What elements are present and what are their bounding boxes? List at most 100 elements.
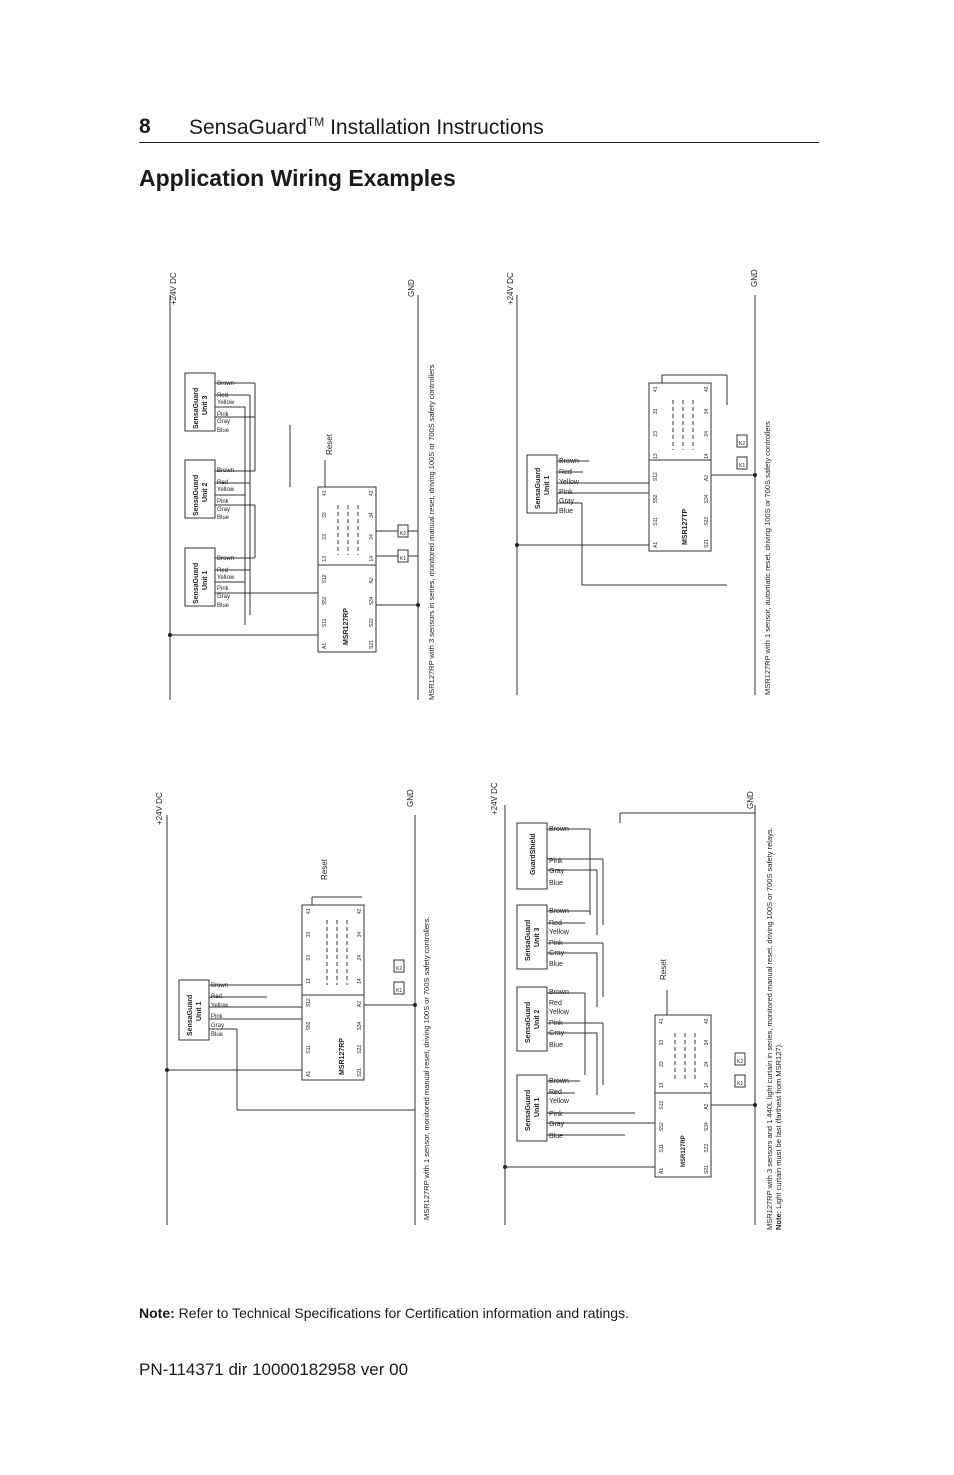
- k1-label: K1: [737, 1081, 743, 1087]
- terminal-label: 24: [357, 955, 363, 961]
- terminal-label: S11: [306, 1045, 312, 1054]
- terminal-label: 34: [357, 932, 363, 938]
- wire-label: Brown: [559, 458, 579, 465]
- terminal-label: S21: [704, 1165, 710, 1174]
- section-title: Application Wiring Examples: [139, 165, 456, 191]
- diagram-4-note-text: Light curtain must be last (farthest fro…: [774, 1043, 783, 1211]
- sensor-label: SensaGuard: [525, 920, 532, 961]
- diagram-2-caption: MSR127RP with 1 sensor, automatic reset,…: [763, 421, 772, 695]
- wire-label: Yellow: [217, 400, 235, 406]
- terminal-label: 13: [653, 453, 659, 459]
- k2-label: K2: [396, 966, 402, 972]
- wire-label: Gray: [217, 507, 230, 513]
- terminal-label: 34: [369, 512, 375, 518]
- diagram-3-caption: MSR127RP with 1 sensor, monitored manual…: [422, 917, 431, 1220]
- wire-label: Red: [549, 920, 562, 927]
- k2-label: K2: [737, 1059, 743, 1065]
- wire-label: Gray: [549, 868, 565, 875]
- terminal-label: 23: [653, 431, 659, 437]
- terminal-label: 24: [369, 534, 375, 540]
- page-number: 8: [139, 115, 151, 138]
- diagram-4-note-label: Note:: [774, 1211, 783, 1230]
- wire-label: Blue: [211, 1032, 224, 1038]
- diagram-2-svg: +24V DC GND Brown Red Yellow Pink Gray B…: [506, 269, 772, 695]
- vdc-label: +24V DC: [155, 792, 164, 825]
- wire-label: Red: [217, 480, 228, 486]
- wire-label: Gray: [217, 594, 230, 600]
- terminal-label: S22: [357, 1045, 363, 1054]
- relay-label: MSR127RP: [681, 1135, 687, 1167]
- wire-label: Blue: [549, 1133, 563, 1140]
- page-header: 8 SensaGuardTM Installation Instructions: [139, 112, 819, 143]
- wire-label: Pink: [549, 940, 563, 947]
- terminal-label: A2: [704, 1103, 710, 1109]
- wire-label: Red: [549, 1089, 562, 1096]
- terminal-label: 33: [322, 512, 328, 518]
- terminal-label: 33: [306, 932, 312, 938]
- wire-label: Pink: [559, 489, 573, 496]
- sensor-unit: Unit 3: [202, 395, 209, 415]
- terminal-label: S52: [653, 494, 659, 503]
- reset-label: Reset: [320, 858, 329, 880]
- wire-label: Pink: [217, 586, 230, 592]
- header-brand: SensaGuard: [189, 116, 307, 139]
- wire-label: Brown: [549, 1078, 569, 1085]
- wire-label: Red: [217, 568, 228, 574]
- terminal-label: S22: [704, 517, 710, 526]
- terminal-label: 42: [369, 490, 375, 496]
- wire-label: Gray: [549, 1030, 565, 1037]
- relay-label: MSR127TP: [682, 508, 689, 545]
- wire-label: Pink: [549, 1020, 563, 1027]
- terminal-label: S22: [704, 1143, 710, 1152]
- light-curtain-label: GuardShield: [530, 833, 537, 875]
- terminal-label: S22: [369, 618, 375, 627]
- wire-label: Pink: [217, 412, 230, 418]
- wire-label: Brown: [217, 381, 234, 387]
- terminal-label: A1: [322, 643, 328, 649]
- diagram-4-caption: MSR127RP with 3 sensors and 1 440L light…: [765, 827, 774, 1230]
- gnd-label: GND: [750, 269, 759, 287]
- terminal-label: 23: [659, 1061, 665, 1067]
- diagram-1-caption: MSR127RP with 3 sensors in series, monit…: [427, 364, 436, 700]
- sensor-unit: Unit 2: [202, 482, 209, 502]
- certification-note: Note: Refer to Technical Specifications …: [139, 1305, 629, 1321]
- gnd-label: GND: [406, 789, 415, 807]
- wire-label: Gray: [549, 950, 565, 957]
- terminal-label: 42: [704, 386, 710, 392]
- terminal-label: S11: [322, 618, 328, 627]
- terminal-label: A2: [704, 475, 710, 481]
- terminal-label: S34: [357, 1021, 363, 1030]
- wire-label: Brown: [549, 826, 569, 833]
- diagram-1-svg: +24V DC GND Reset Brown Red Yellow Pink …: [168, 272, 436, 700]
- wire-label: Blue: [549, 961, 563, 968]
- terminal-label: 13: [659, 1083, 665, 1089]
- wire-label: Red: [217, 393, 228, 399]
- terminal-label: S34: [704, 494, 710, 503]
- terminal-label: S12: [322, 574, 328, 583]
- sensor-unit: Unit 3: [534, 927, 541, 947]
- terminal-label: 14: [357, 978, 363, 984]
- k2-label: K2: [739, 441, 745, 447]
- terminal-label: S21: [369, 640, 375, 649]
- wire-label: Yellow: [549, 929, 570, 936]
- sensor-unit: Unit 2: [534, 1009, 541, 1029]
- relay-label: MSR127RP: [343, 608, 350, 645]
- wire-label: Blue: [549, 880, 563, 887]
- terminal-label: 24: [704, 431, 710, 437]
- terminal-label: 14: [704, 453, 710, 459]
- wire-label: Pink: [549, 858, 563, 865]
- terminal-label: S12: [659, 1101, 665, 1110]
- reset-label: Reset: [659, 958, 668, 980]
- part-number: PN-114371 dir 10000182958 ver 00: [139, 1360, 409, 1379]
- wiring-diagram-1: +24V DC GND Reset Brown Red Yellow Pink …: [150, 265, 450, 705]
- trademark: TM: [306, 115, 325, 129]
- terminal-label: 41: [653, 386, 659, 392]
- sensor-label: SensaGuard: [193, 388, 200, 429]
- terminal-label: 33: [653, 409, 659, 415]
- terminal-label: 23: [322, 534, 328, 540]
- wire-label: Pink: [549, 1111, 563, 1118]
- k1-label: K1: [400, 556, 406, 562]
- wire-label: Gray: [211, 1023, 224, 1029]
- wire-label: Brown: [549, 908, 569, 915]
- terminal-label: S52: [322, 596, 328, 605]
